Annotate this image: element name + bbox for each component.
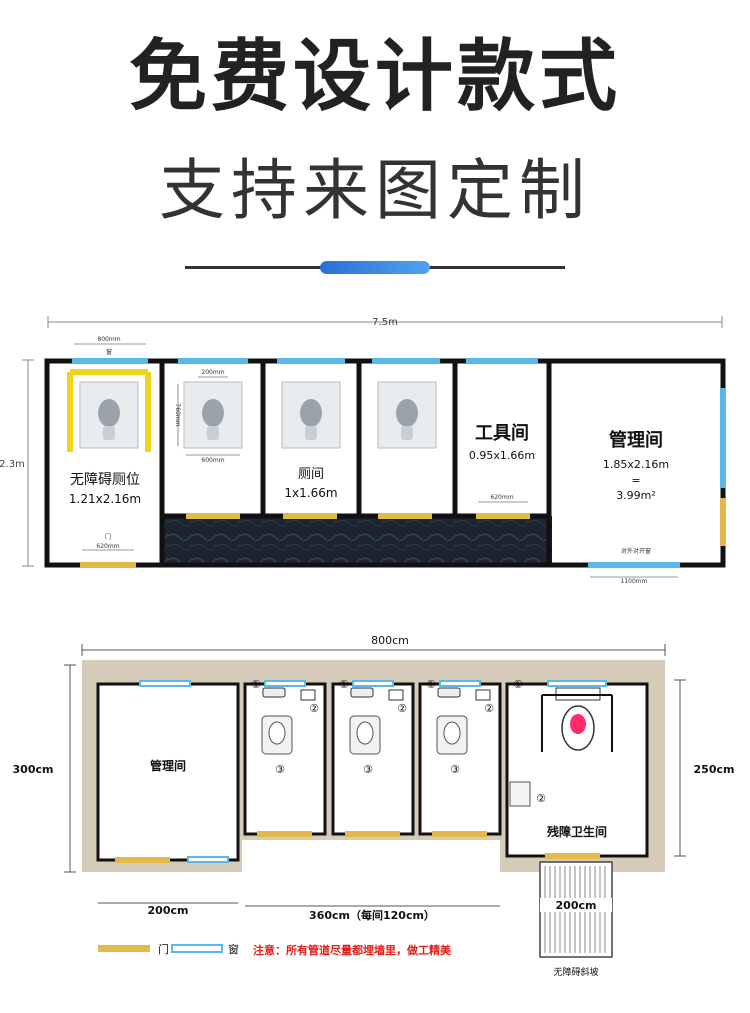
marker-1-accessible: ① — [513, 678, 523, 691]
marker-3-stall-2: ③ — [363, 763, 373, 776]
window-tool — [466, 358, 538, 364]
plan-1: 7.5m 2.3m — [0, 316, 726, 585]
label-accessible-stall: 无障碍厕位 — [70, 472, 140, 488]
room-stall-3 — [418, 682, 502, 836]
dim-tool-door: 620mm — [490, 494, 513, 501]
room-stall-2 — [331, 682, 415, 836]
label-accessible-room-2: 残障卫生间 — [547, 824, 607, 839]
note-text: 注意：所有管道尽量都埋墙里，做工精美 — [253, 943, 452, 957]
room-stall-1 — [243, 682, 327, 836]
door-accessible — [80, 562, 136, 568]
marker-1-stall-3: ① — [426, 678, 436, 691]
squat-pan-2 — [281, 381, 341, 449]
marker-3-stall-1: ③ — [275, 763, 285, 776]
legend-window-label: 窗 — [228, 942, 239, 956]
marker-1-stall-2: ① — [339, 678, 349, 691]
label-mgmt-size: 1.85x2.16m — [603, 458, 669, 471]
stall-fixtures-3 — [436, 687, 491, 755]
dim-squat-width: 600mm — [201, 457, 224, 464]
door-tool — [476, 513, 530, 519]
label-window-char: 窗 — [106, 348, 112, 356]
dim-accessible-200: 200cm — [556, 899, 597, 912]
label-mgmt-eq: = — [631, 474, 640, 487]
legend-door-swatch — [98, 945, 150, 952]
page-title: 免费设计款式 — [128, 32, 621, 122]
label-toilet-size: 1x1.66m — [284, 486, 337, 500]
marker-3-stall-3: ③ — [450, 763, 460, 776]
dim-height-300: 300cm — [13, 763, 54, 776]
window-mgmt-side — [720, 388, 726, 488]
marker-2-stall-3: ② — [484, 702, 494, 715]
divider-accent — [320, 261, 430, 274]
grab-bar — [67, 369, 151, 452]
corridor-floor — [160, 516, 552, 564]
dim-window-top: 800mm — [97, 336, 120, 343]
legend-window-swatch — [171, 944, 223, 953]
dim-height-250: 250cm — [694, 763, 735, 776]
dim-door-accessible: 620mm — [96, 543, 119, 550]
dim-squat-window: 200mm — [201, 369, 224, 376]
legend-door-label: 门 — [158, 942, 169, 956]
dim-mgmt-door: 1100mm — [621, 578, 648, 585]
dim-mgmt-200: 200cm — [148, 904, 189, 917]
window-stall-1 — [178, 358, 248, 364]
label-tool-room: 工具间 — [475, 423, 529, 444]
accessible-fixtures — [509, 687, 613, 807]
dim-squat-depth: 760mm — [174, 403, 181, 426]
label-toilet-stall: 厕间 — [298, 467, 324, 482]
label-mgmt-room: 管理间 — [609, 429, 663, 451]
door-mgmt — [720, 498, 726, 546]
label-mgmt-note: 对外对开窗 — [621, 547, 651, 555]
door-stall-3 — [378, 513, 432, 519]
window-accessible — [72, 358, 148, 364]
dim-height-label: 2.3m — [0, 459, 25, 470]
dim-total-label: 7.5m — [372, 317, 398, 328]
window-stall-2 — [277, 358, 345, 364]
marker-2-stall-1: ② — [309, 702, 319, 715]
label-mgmt-area: 3.99m² — [616, 489, 656, 502]
dim-total-800: 800cm — [371, 634, 409, 647]
label-ramp: 无障碍斜坡 — [553, 966, 598, 978]
door-stall-2 — [283, 513, 337, 519]
marker-2-stall-2: ② — [397, 702, 407, 715]
label-mgmt-room-2: 管理间 — [150, 758, 186, 773]
marker-2-accessible: ② — [536, 792, 546, 805]
label-tool-size: 0.95x1.66m — [469, 449, 535, 462]
label-door-char: 门 — [105, 533, 111, 541]
page-subtitle: 支持来图定制 — [159, 152, 591, 229]
label-accessible-size: 1.21x2.16m — [69, 492, 141, 506]
dim-stalls-360: 360cm（每间120cm） — [309, 908, 435, 922]
squat-pan-1 — [183, 381, 243, 449]
marker-1-stall-1: ① — [251, 678, 261, 691]
window-mgmt-front — [588, 562, 680, 568]
stall-fixtures-1 — [261, 687, 316, 755]
stall-fixtures-2 — [349, 687, 404, 755]
squat-pan-accessible — [79, 381, 139, 449]
door-stall-1 — [186, 513, 240, 519]
squat-pan-3 — [377, 381, 437, 449]
window-stall-3 — [372, 358, 440, 364]
plan-2: 800cm 300cm 250cm — [13, 634, 735, 978]
